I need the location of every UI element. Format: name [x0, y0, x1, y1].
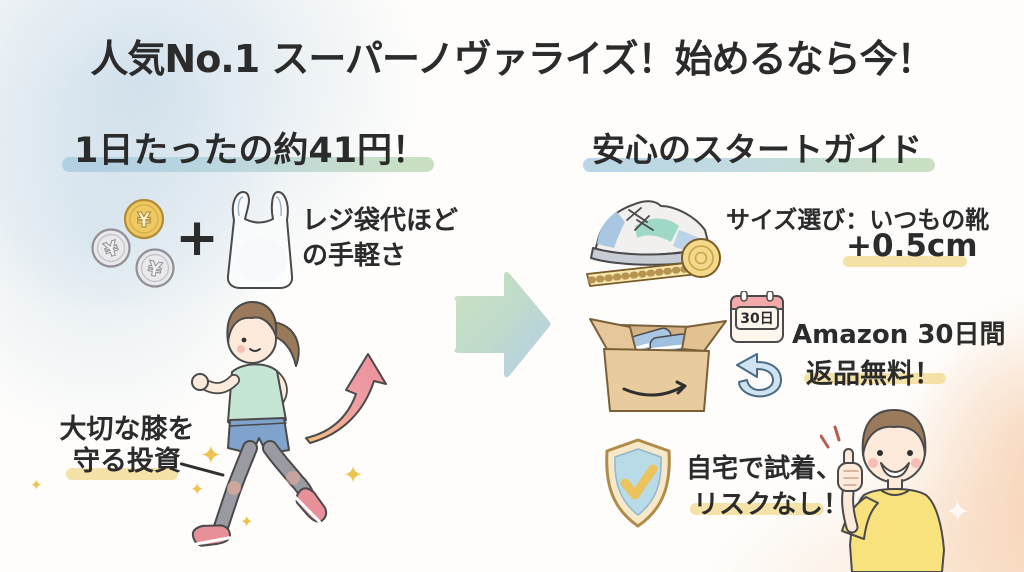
calendar-label-wrap: 30日	[729, 306, 785, 330]
calendar-day-label: 30日	[735, 306, 779, 330]
sparkle-icon: ✦	[30, 476, 43, 494]
sparkle-icon: ✦	[240, 512, 254, 531]
start-guide-heading-underline	[583, 158, 935, 172]
sparkle-icon: ✦	[200, 441, 222, 471]
plus-sign: +	[175, 208, 219, 268]
bag-cost-caption: レジ袋代ほど の手軽さ	[302, 204, 458, 274]
risk-free-line1: 自宅で試着、	[686, 454, 843, 484]
size-guide-line1: サイズ選び：いつもの靴	[726, 206, 990, 234]
sparkle-icon: ✦	[945, 495, 971, 530]
cost-heading: 1日たったの約41円！	[74, 131, 428, 171]
plastic-bag-icon	[226, 191, 294, 289]
size-guide-highlight	[843, 256, 967, 267]
size-guide-value: +0.5cm	[846, 228, 978, 264]
running-woman-illustration	[191, 301, 328, 547]
sparkle-icon: ✦	[190, 480, 205, 500]
growth-arrow-icon	[305, 353, 387, 444]
amazon-box-icon	[589, 318, 727, 412]
knee-note: 大切な膝を 守る投資	[42, 414, 212, 478]
return-arrow-icon	[736, 353, 782, 398]
start-guide-heading: 安心のスタートガイド	[592, 130, 922, 169]
shield-check-icon	[605, 438, 671, 528]
bag-cost-caption-line1: レジ袋代ほど	[302, 206, 459, 236]
thumbs-up-man-illustration	[820, 409, 945, 572]
knee-note-highlight	[66, 468, 178, 480]
yen-symbol: ¥	[137, 208, 151, 232]
sneaker-measuring-tape-icon	[586, 200, 721, 287]
flow-arrow-icon	[454, 271, 551, 378]
yen-coins-icon: ¥ ¥ ¥	[91, 198, 175, 288]
main-title: 人気No.1 スーパーノヴァライズ！始めるなら今！	[90, 37, 934, 81]
returns-line2: 返品無料！	[806, 359, 941, 390]
bag-cost-caption-line2: の手軽さ	[302, 241, 407, 271]
returns-line1: Amazon 30日間	[792, 320, 1006, 350]
knee-note-line2: 守る投資	[73, 446, 181, 477]
knee-note-line1: 大切な膝を	[59, 414, 195, 445]
sparkle-icon: ✦	[343, 461, 364, 489]
